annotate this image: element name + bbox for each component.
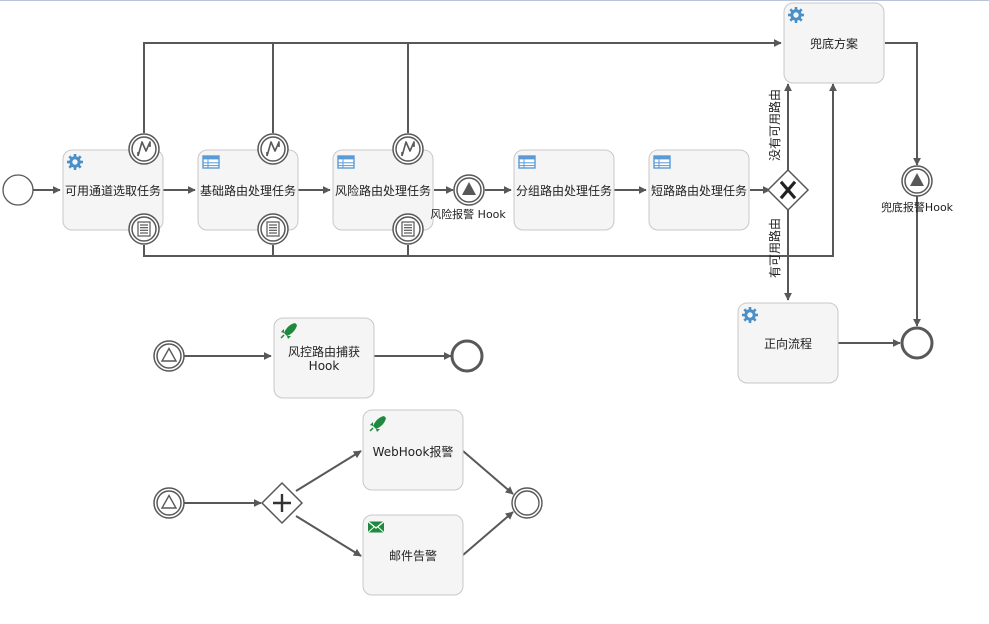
task-label-line1: 风控路由捕获 — [288, 344, 360, 359]
task-group-route[interactable]: 分组路由处理任务 — [513, 149, 615, 231]
task-forward-flow[interactable]: 正向流程 — [737, 302, 839, 384]
task-mail-alert[interactable]: 邮件告警 — [362, 514, 464, 596]
fallback-alert-hook-event[interactable]: 兜底报警Hook — [881, 165, 954, 214]
task-label: WebHook报警 — [373, 444, 454, 459]
task-label: 短路路由处理任务 — [651, 183, 747, 198]
table-icon — [653, 155, 671, 169]
end-event-main[interactable] — [900, 326, 934, 360]
envelope-icon — [367, 520, 385, 534]
lightning-icon[interactable] — [128, 133, 160, 165]
task-label: 可用通道选取任务 — [65, 183, 161, 198]
triangle-icon — [453, 174, 485, 206]
triangle-icon — [901, 165, 933, 197]
event-label: 风险报警 Hook — [430, 207, 506, 221]
table-icon — [518, 155, 536, 169]
list-icon[interactable] — [128, 213, 160, 245]
event-label: 兜底报警Hook — [881, 200, 954, 214]
list-icon[interactable] — [392, 213, 424, 245]
end-event-capture[interactable] — [450, 339, 484, 373]
sequence-flows — [33, 39, 921, 557]
flow-label-no-route: 没有可用路由 — [767, 89, 782, 161]
task-risk-route[interactable]: 风险路由处理任务 — [332, 149, 434, 231]
flow-parallel-to-webhook[interactable] — [295, 450, 362, 492]
flow-webhook-to-end[interactable] — [462, 450, 514, 495]
task-webhook-alert[interactable]: WebHook报警 — [362, 409, 464, 491]
task-available-channel[interactable]: 可用通道选取任务 — [62, 149, 164, 231]
task-label: 邮件告警 — [389, 548, 437, 563]
window-top-border — [0, 0, 989, 1]
task-basic-route[interactable]: 基础路由处理任务 — [197, 149, 299, 231]
task-label-line2: Hook — [309, 359, 340, 373]
task-label: 正向流程 — [764, 336, 812, 351]
exclusive-gateway[interactable] — [766, 168, 810, 212]
task-label: 风险路由处理任务 — [335, 183, 431, 198]
task-label: 分组路由处理任务 — [516, 183, 612, 198]
lightning-icon[interactable] — [392, 133, 424, 165]
flow-error-boundaries-to-fallback[interactable] — [143, 39, 782, 133]
plus-icon — [273, 494, 291, 512]
intermediate-event-join[interactable] — [511, 487, 543, 519]
table-icon — [337, 155, 355, 169]
risk-alert-hook-event[interactable]: 风险报警 Hook — [430, 174, 506, 221]
flow-parallel-to-mail[interactable] — [295, 515, 362, 557]
task-fallback-plan[interactable]: 兜底方案 — [783, 2, 885, 84]
start-event[interactable] — [2, 174, 34, 206]
table-icon — [202, 155, 220, 169]
flow-fallback-to-alert-hook[interactable] — [885, 42, 921, 166]
flow-conditional-boundaries-to-fallback[interactable] — [143, 83, 837, 257]
task-label: 兜底方案 — [810, 36, 858, 51]
task-risk-capture-hook[interactable]: 风控路由捕获 Hook — [273, 317, 375, 399]
flow-label-has-route: 有可用路由 — [767, 218, 782, 278]
lightning-icon[interactable] — [257, 133, 289, 165]
signal-start-event-triangle-icon[interactable] — [153, 487, 185, 519]
signal-start-event-triangle-icon[interactable] — [153, 340, 185, 372]
list-icon[interactable] — [257, 213, 289, 245]
task-label: 基础路由处理任务 — [200, 183, 296, 198]
x-icon — [779, 180, 797, 200]
flow-mail-to-end[interactable] — [462, 511, 514, 556]
parallel-gateway[interactable] — [260, 481, 304, 525]
task-short-route[interactable]: 短路路由处理任务 — [648, 149, 750, 231]
